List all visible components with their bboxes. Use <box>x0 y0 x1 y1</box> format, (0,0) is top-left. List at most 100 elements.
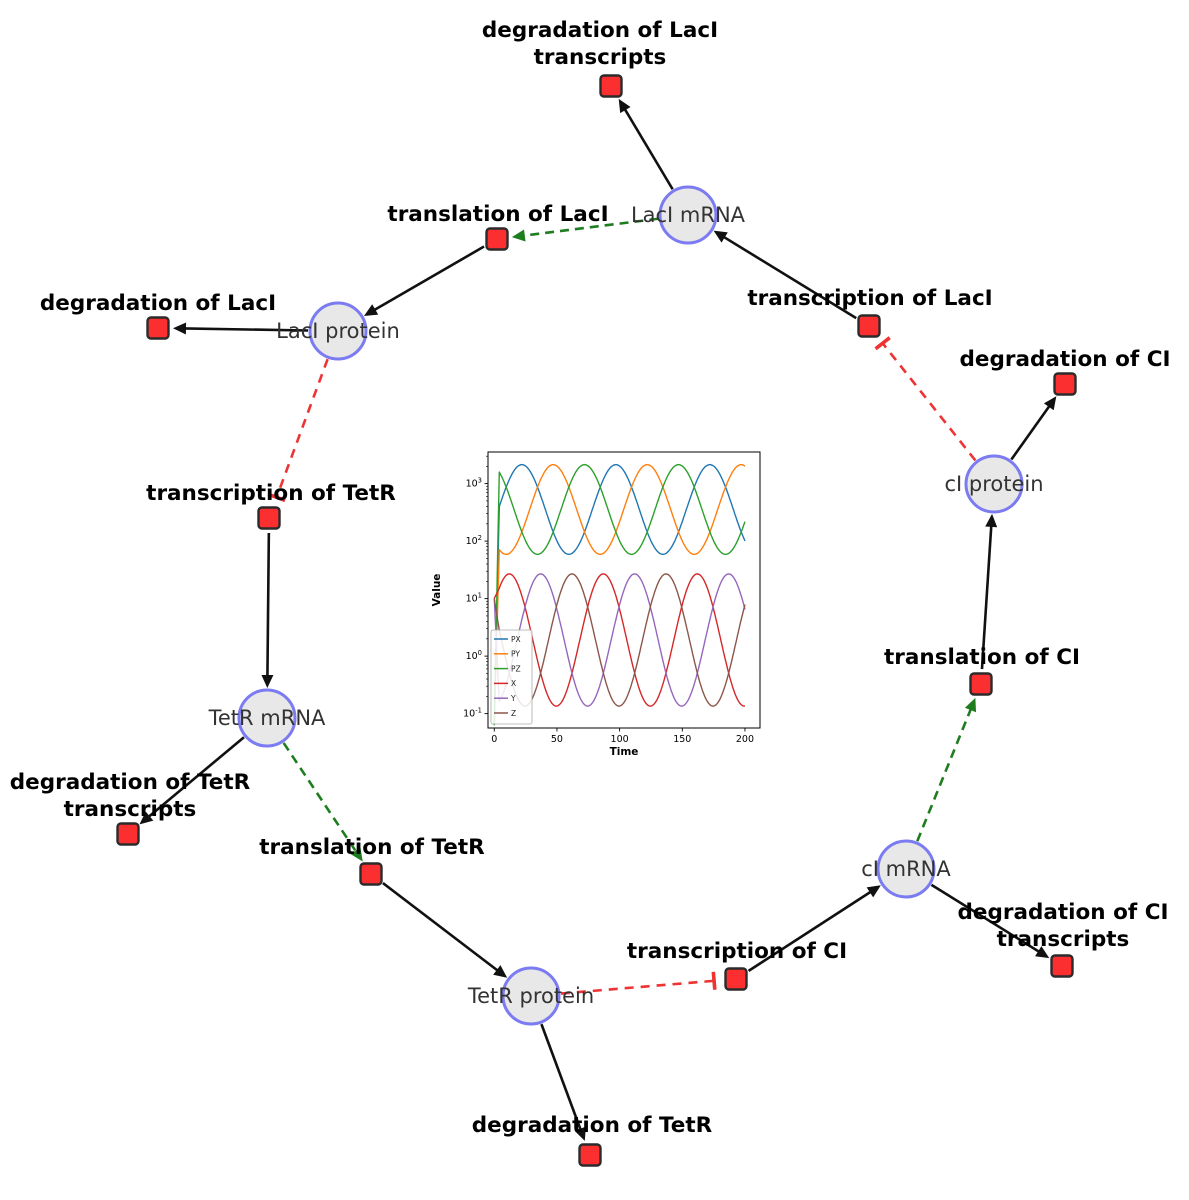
arrowhead-edge-ci-mrna-to-deg-ci-transcripts <box>1035 946 1050 959</box>
reaction-label-translation-laci: translation of LacI <box>387 202 608 227</box>
edge-tetr-mrna-to-deg-tetr-transcripts <box>147 736 245 819</box>
chart-series-X <box>493 573 745 707</box>
chart-series-Z <box>493 573 746 707</box>
x-tick-label: 200 <box>736 734 754 745</box>
legend-label-X: X <box>511 679 516 688</box>
arrowhead-edge-ci-mrna-to-translation-ci <box>964 697 977 713</box>
arrowhead-edge-transcription-tetr-to-tetr-mrna <box>261 674 274 689</box>
arrowhead-edge-transcription-laci-to-laci-mrna <box>713 230 728 243</box>
x-tick-label: 0 <box>491 734 497 745</box>
legend-label-PX: PX <box>511 635 521 644</box>
edge-laci-mrna-to-translation-laci <box>522 217 659 238</box>
legend-label-PY: PY <box>511 650 520 659</box>
edge-tetr-protein-to-transcription-ci <box>560 979 715 995</box>
reaction-label-transcription-laci: transcription of LacI <box>747 286 992 311</box>
edge-translation-tetr-to-tetr-protein <box>382 882 500 973</box>
arrowhead-edge-ci-protein-to-deg-ci <box>1043 396 1057 411</box>
reaction-label-deg-tetr-transcripts: degradation of TetR <box>10 770 251 795</box>
reaction-node-deg-ci-transcripts <box>1050 954 1074 978</box>
reaction-label-deg-laci-transcripts: degradation of LacI <box>482 18 718 43</box>
reaction-label-deg-ci-transcripts: transcripts <box>997 927 1130 952</box>
chart-series-PZ <box>493 463 746 726</box>
edge-ci-mrna-to-deg-ci-transcripts <box>930 883 1041 954</box>
edge-translation-laci-to-laci-protein <box>372 245 485 312</box>
edge-transcription-laci-to-laci-mrna <box>722 235 857 320</box>
chart-legend: PX PY PZ XYZ <box>490 629 533 725</box>
chart-xlabel: Time <box>610 746 639 758</box>
reaction-node-deg-tetr <box>578 1143 602 1167</box>
reaction-label-translation-tetr: translation of TetR <box>259 835 485 860</box>
labels-layer: degradation of LacItranscriptstranslatio… <box>10 18 1171 1138</box>
arrowhead-edge-tetr-protein-to-deg-tetr <box>574 1126 586 1141</box>
arrowhead-edge-tetr-mrna-to-deg-tetr-transcripts <box>139 811 154 825</box>
arrowhead-edge-laci-mrna-to-translation-laci <box>511 229 526 242</box>
reaction-label-translation-ci: translation of CI <box>884 645 1080 670</box>
edge-ci-protein-to-transcription-laci <box>881 342 977 462</box>
edge-ci-mrna-to-translation-ci <box>916 707 973 842</box>
legend-label-Z: Z <box>511 709 516 718</box>
reaction-node-deg-laci <box>146 316 170 340</box>
inhibition-bar-transcription-ci <box>711 971 717 990</box>
y-tick-label: 103 <box>466 477 482 490</box>
species-label-ci-mrna: cI mRNA <box>861 857 951 881</box>
arrowhead-edge-tetr-mrna-to-translation-tetr <box>350 847 363 862</box>
edge-laci-protein-to-deg-laci <box>183 327 309 332</box>
edge-ci-protein-to-deg-ci <box>1010 404 1052 461</box>
x-tick-label: 100 <box>611 734 629 745</box>
arrowhead-edge-transcription-ci-to-ci-mrna <box>866 885 881 898</box>
edge-tetr-protein-to-deg-tetr <box>540 1023 583 1132</box>
species-node-laci-mrna <box>658 185 718 245</box>
species-node-laci-protein <box>308 301 368 361</box>
reaction-node-deg-laci-transcripts <box>599 74 623 98</box>
reaction-node-transcription-tetr <box>257 506 281 530</box>
reaction-node-deg-tetr-transcripts <box>116 822 140 846</box>
inhibition-bar-transcription-tetr <box>267 492 286 503</box>
reaction-node-deg-ci <box>1053 372 1077 396</box>
reaction-node-translation-laci <box>485 227 509 251</box>
chart-series-PY <box>493 463 746 726</box>
edge-laci-protein-to-transcription-tetr <box>275 358 329 498</box>
reaction-node-translation-tetr <box>359 862 383 886</box>
y-tick-label: 101 <box>466 592 482 605</box>
species-label-laci-mrna: LacI mRNA <box>631 203 746 227</box>
reaction-label-deg-ci-transcripts: degradation of CI <box>958 900 1169 925</box>
edge-transcription-tetr-to-tetr-mrna <box>266 532 271 678</box>
reaction-label-deg-ci: degradation of CI <box>960 347 1171 372</box>
x-tick-label: 50 <box>551 734 563 745</box>
species-node-ci-mrna <box>876 839 936 899</box>
chart-series-PX <box>493 463 746 726</box>
edge-laci-mrna-to-deg-laci-transcripts <box>623 107 674 190</box>
arrowhead-edge-translation-tetr-to-tetr-protein <box>493 965 508 978</box>
reaction-label-deg-laci-transcripts: transcripts <box>534 45 667 70</box>
legend-label-Y: Y <box>510 694 516 703</box>
edges-layer <box>139 98 1057 1141</box>
edge-transcription-ci-to-ci-mrna <box>747 890 873 972</box>
species-label-laci-protein: LacI protein <box>276 319 400 343</box>
inhibition-bar-transcription-laci <box>874 336 891 351</box>
arrowhead-edge-translation-laci-to-laci-protein <box>363 304 379 316</box>
chart-ylabel: Value <box>431 574 443 607</box>
y-tick-label: 100 <box>466 649 482 662</box>
edge-translation-ci-to-ci-protein <box>980 524 993 670</box>
reaction-label-deg-laci: degradation of LacI <box>40 291 276 316</box>
reaction-label-deg-tetr: degradation of TetR <box>472 1113 713 1138</box>
species-node-tetr-protein <box>501 966 561 1026</box>
reaction-node-transcription-ci <box>724 967 748 991</box>
y-tick-label: 102 <box>466 534 482 547</box>
arrowhead-edge-laci-mrna-to-deg-laci-transcripts <box>618 98 631 114</box>
reaction-node-transcription-laci <box>857 314 881 338</box>
nodes-layer <box>116 74 1077 1167</box>
y-tick-label: 10-1 <box>463 707 482 720</box>
species-label-tetr-mrna: TetR mRNA <box>208 706 326 730</box>
x-tick-label: 150 <box>673 734 691 745</box>
species-node-tetr-mrna <box>237 688 297 748</box>
reaction-label-transcription-ci: transcription of CI <box>627 939 847 964</box>
reaction-label-transcription-tetr: transcription of TetR <box>146 481 396 506</box>
reaction-node-translation-ci <box>969 672 993 696</box>
species-node-ci-protein <box>964 454 1024 514</box>
legend-label-PZ: PZ <box>511 664 521 673</box>
edge-tetr-mrna-to-translation-tetr <box>282 742 358 854</box>
